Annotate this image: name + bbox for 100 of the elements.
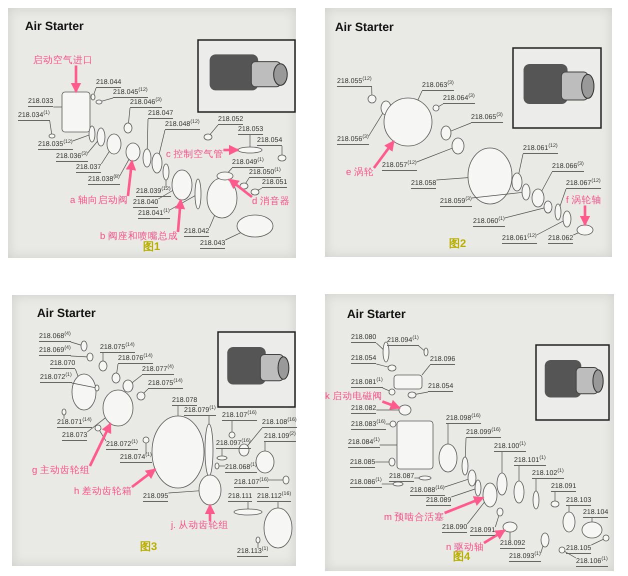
leader-line (99, 430, 106, 442)
machine-part (152, 416, 204, 488)
leader-line (101, 98, 114, 102)
leader-line (466, 502, 485, 524)
leader-line (368, 112, 384, 136)
machine-part (514, 480, 524, 504)
machine-part (282, 476, 290, 484)
machine-part (440, 126, 452, 140)
machine-part (602, 534, 610, 542)
machine-part (388, 458, 396, 466)
leader-line (418, 90, 422, 100)
machine-part (162, 164, 170, 180)
leader-line (536, 220, 564, 236)
machine-part (250, 188, 260, 196)
machine-part (382, 342, 390, 362)
callout-arrow (483, 529, 506, 544)
leader-line (540, 546, 544, 554)
callout-label: m 预啮合活塞 (384, 513, 445, 522)
machine-part (512, 172, 522, 192)
machine-part (502, 522, 518, 532)
leader-line (590, 538, 604, 546)
leader-line (71, 382, 96, 388)
leader-line (52, 106, 62, 108)
figure-caption: 图1 (143, 242, 160, 253)
leader-line (494, 515, 500, 528)
machine-part (96, 128, 106, 146)
machine-part (90, 94, 96, 100)
machine-part (468, 148, 512, 204)
machine-part (438, 444, 458, 472)
callout-arrow (174, 198, 186, 232)
machine-part (102, 390, 134, 426)
leader-line (245, 178, 250, 184)
leader-line (572, 232, 579, 236)
machine-part (462, 456, 468, 476)
machine-part (418, 476, 432, 480)
leader-line (422, 364, 430, 376)
leader-line (518, 154, 524, 174)
callout-label: f 涡轮轴 (566, 196, 602, 206)
leader-line (464, 438, 466, 458)
machine-part (532, 490, 540, 510)
machine-part (228, 432, 236, 438)
machine-part (540, 532, 550, 548)
machine-part (198, 474, 222, 506)
leader-line (168, 490, 200, 494)
leader-line (554, 492, 556, 502)
machine-part (394, 374, 422, 390)
machine-part (204, 134, 212, 140)
machine-part (576, 224, 594, 236)
machine-part (368, 94, 376, 104)
callout-label: j. 从动齿轮组 (171, 521, 228, 530)
leader-line (438, 104, 444, 107)
machine-part (384, 98, 432, 146)
machine-part (204, 424, 214, 476)
machine-part (206, 178, 238, 218)
callout-arrow (131, 468, 156, 488)
leader-line (132, 374, 142, 384)
machine-part (474, 480, 482, 496)
machine-part (94, 384, 100, 392)
leader-line (128, 108, 130, 124)
machine-part (496, 472, 508, 496)
leader-line (169, 195, 196, 210)
machine-part (452, 138, 464, 154)
leader-line (418, 346, 424, 351)
machine-part (124, 122, 132, 134)
callout-label: g 主动齿轮组 (32, 466, 90, 476)
callout-arrow (228, 178, 253, 198)
panel-title: Air Starter (335, 21, 394, 33)
machine-part (256, 450, 274, 474)
figure-caption: 图4 (453, 552, 470, 563)
machine-part (94, 424, 102, 432)
machine-part (96, 100, 102, 104)
machine-part (80, 340, 88, 352)
figure-panel (325, 294, 614, 571)
machine-part (62, 92, 90, 132)
leader-line (72, 134, 90, 142)
figure-caption: 图3 (140, 542, 158, 553)
leader-line (116, 364, 118, 374)
leader-line (560, 188, 566, 206)
machine-part (112, 372, 120, 384)
leader-line (541, 172, 552, 192)
machine-part (98, 360, 108, 372)
figure-panel (8, 8, 296, 258)
leader-line (376, 364, 389, 368)
leader-line (94, 88, 96, 95)
machine-part (48, 134, 56, 138)
figure-caption: 图2 (449, 239, 466, 250)
leader-line (371, 86, 372, 96)
machine-part (550, 500, 560, 508)
machine-part (136, 392, 146, 400)
machine-part (482, 482, 498, 508)
machine-part (388, 364, 396, 372)
machine-part (142, 148, 152, 168)
leader-line (158, 190, 174, 200)
callout-arrow (204, 504, 216, 521)
machine-part (396, 420, 434, 470)
callout-arrow (70, 66, 82, 94)
leader-line (100, 151, 110, 164)
leader-line (504, 208, 544, 218)
callout-label: e 涡轮 (346, 168, 374, 178)
machine-part (544, 200, 552, 214)
